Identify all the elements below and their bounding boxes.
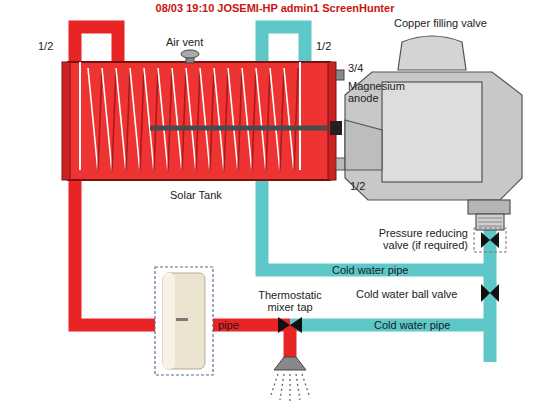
air-vent-cap bbox=[181, 50, 199, 58]
boiler-picture-frame bbox=[155, 267, 213, 375]
part-name: Pressure reducing valve (if required) bbox=[360, 227, 468, 251]
magnesium-anode bbox=[150, 126, 328, 131]
optional-valve-box bbox=[474, 228, 506, 252]
copper-filling-valve bbox=[345, 36, 522, 230]
pipe-size: 1/2 bbox=[38, 40, 53, 52]
fitting bbox=[336, 70, 344, 80]
pipe-name: pipe bbox=[216, 319, 241, 331]
solar-tank bbox=[68, 62, 330, 180]
part-name: Magnesium anode bbox=[348, 80, 412, 104]
mixer-tap bbox=[278, 317, 302, 333]
part-name: Solar Tank bbox=[170, 189, 222, 201]
pipe-name: Cold water pipe bbox=[372, 319, 452, 331]
inner-pipe bbox=[79, 62, 81, 170]
pressure-reducing-valve bbox=[481, 232, 499, 248]
watermark: 08/03 19:10 JOSEMI-HP admin1 ScreenHunte… bbox=[140, 2, 410, 14]
part-name: Air vent bbox=[166, 36, 203, 48]
heater-highlight bbox=[163, 273, 175, 369]
heat-exchanger-coil bbox=[88, 68, 298, 172]
tank-end-cap bbox=[62, 62, 70, 180]
part-name: Cold water ball valve bbox=[356, 288, 458, 300]
pipe-size: 1/2 bbox=[350, 180, 365, 192]
anode-plug bbox=[330, 121, 342, 135]
electric-water-heater bbox=[163, 273, 205, 369]
water-spray bbox=[270, 374, 310, 402]
inner-pipe bbox=[299, 62, 301, 170]
ball-valve bbox=[481, 284, 499, 302]
part-name: Thermostatic mixer tap bbox=[250, 289, 330, 313]
thread bbox=[478, 218, 502, 226]
shower-head bbox=[274, 357, 306, 370]
pipe-name: Cold water pipe bbox=[330, 264, 410, 276]
heater-badge bbox=[176, 318, 188, 321]
pipe-size: 1/2 bbox=[316, 40, 331, 52]
part-name: Copper filling valve bbox=[394, 17, 534, 29]
pipe-size: 3/4 bbox=[348, 62, 363, 74]
